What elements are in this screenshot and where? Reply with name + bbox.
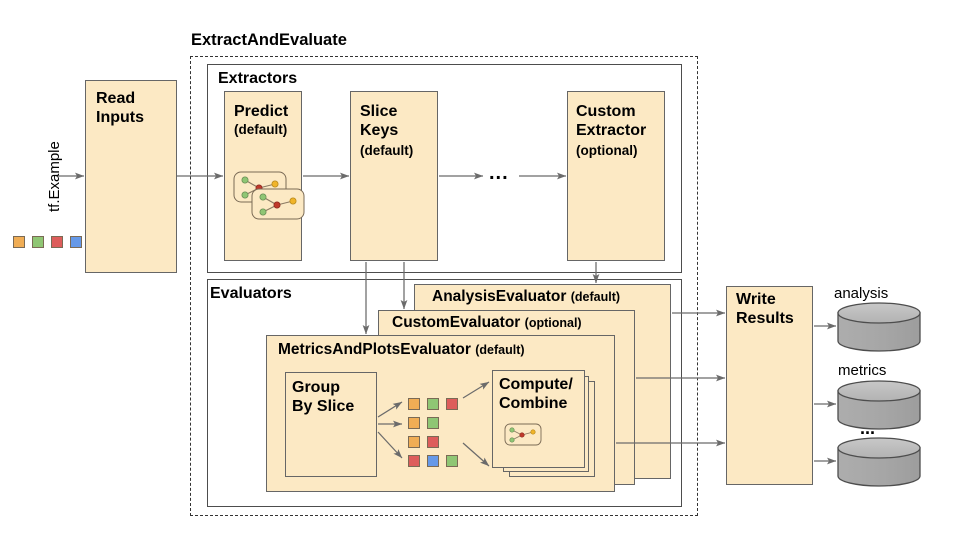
node-write-results-label-line1: Write — [736, 291, 776, 308]
group-title-extractors: Extractors — [218, 70, 298, 87]
slice-swatch — [427, 436, 439, 448]
input-label-tf-example: tf.Example — [46, 141, 63, 212]
node-compute-combine-label-line1: Compute/ — [499, 376, 573, 393]
node-group-by-slice-label-line2: By Slice — [292, 398, 355, 415]
input-swatch-orange — [13, 236, 25, 248]
node-predict-label: Predict — [234, 103, 289, 120]
node-custom-extractor-label-line1: Custom — [576, 103, 636, 120]
extractors-ellipsis: ... — [489, 162, 509, 184]
node-metrics-and-plots-evaluator-label: MetricsAndPlotsEvaluator (default) — [278, 341, 525, 359]
node-custom-extractor[interactable] — [567, 91, 665, 261]
node-predict-sub: (default) — [234, 122, 288, 137]
slice-swatch — [408, 417, 420, 429]
group-extract-and-evaluate — [190, 56, 698, 516]
slice-swatch — [446, 398, 458, 410]
slice-swatch — [408, 455, 420, 467]
input-swatch-red — [51, 236, 63, 248]
output-store-analysis — [837, 302, 921, 352]
node-metrics-and-plots-evaluator-name: MetricsAndPlotsEvaluator — [278, 341, 471, 358]
output-label-ellipsis: ... — [860, 418, 876, 438]
node-analysis-evaluator-name: AnalysisEvaluator — [432, 288, 567, 305]
slice-swatch — [427, 455, 439, 467]
node-custom-evaluator-name: CustomEvaluator — [392, 314, 521, 331]
output-label-analysis: analysis — [834, 285, 889, 302]
node-compute-combine-label-line2: Combine — [499, 395, 568, 412]
node-metrics-and-plots-evaluator-sub: (default) — [475, 343, 525, 357]
node-analysis-evaluator-label: AnalysisEvaluator (default) — [432, 288, 620, 306]
node-compute-combine[interactable] — [492, 370, 585, 468]
node-group-by-slice[interactable] — [285, 372, 377, 477]
slice-swatch — [427, 398, 439, 410]
slice-swatch — [446, 455, 458, 467]
node-slice-keys-sub: (default) — [360, 143, 414, 158]
node-slice-keys-label-line2: Keys — [360, 122, 399, 139]
node-slice-keys[interactable] — [350, 91, 438, 261]
group-title-evaluators: Evaluators — [210, 285, 292, 302]
node-write-results-label-line2: Results — [736, 310, 794, 327]
group-title-extract-and-evaluate: ExtractAndEvaluate — [191, 31, 347, 49]
input-swatch-blue — [70, 236, 82, 248]
node-read-inputs-label-line1: Read — [96, 90, 136, 107]
node-write-results[interactable] — [726, 286, 813, 485]
node-read-inputs[interactable] — [85, 80, 177, 273]
input-swatch-green — [32, 236, 44, 248]
node-custom-extractor-sub: (optional) — [576, 143, 638, 158]
node-read-inputs-label-line2: Inputs — [96, 109, 144, 126]
node-custom-evaluator-sub: (optional) — [524, 316, 582, 330]
node-custom-evaluator-label: CustomEvaluator (optional) — [392, 314, 582, 332]
output-store-other — [837, 437, 921, 487]
output-store-metrics — [837, 380, 921, 430]
slice-swatch — [427, 417, 439, 429]
slice-swatch — [408, 398, 420, 410]
slice-swatch — [408, 436, 420, 448]
output-label-metrics: metrics — [838, 362, 887, 379]
node-custom-extractor-label-line2: Extractor — [576, 122, 647, 139]
node-group-by-slice-label-line1: Group — [292, 379, 340, 396]
node-analysis-evaluator-sub: (default) — [570, 290, 621, 304]
node-slice-keys-label-line1: Slice — [360, 103, 398, 120]
